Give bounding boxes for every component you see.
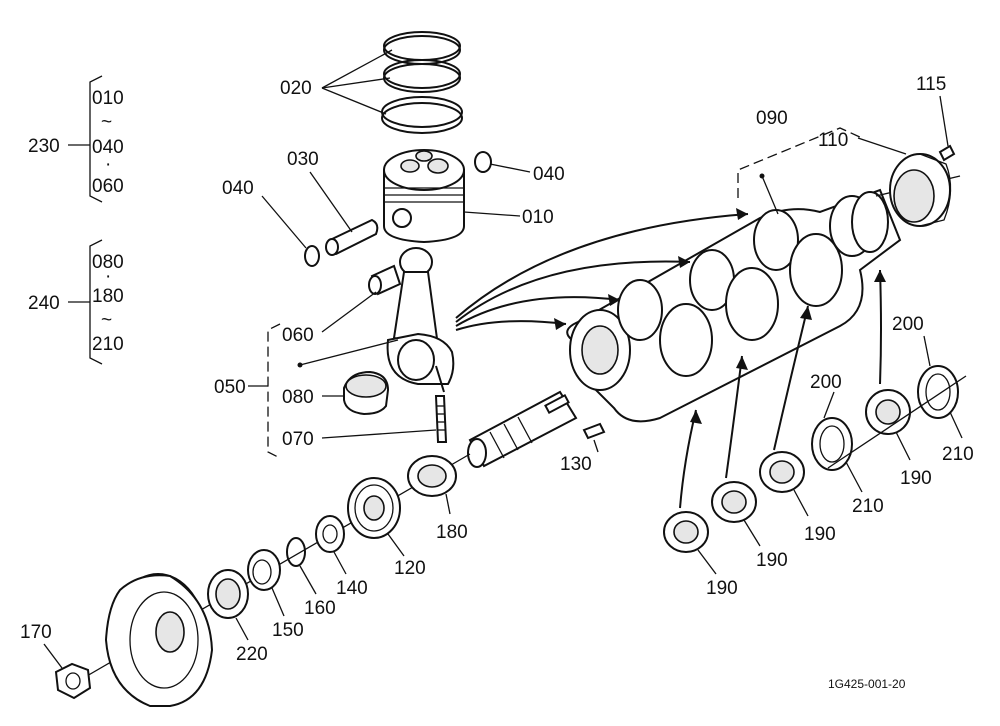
snap-ring-right	[474, 151, 531, 173]
crank-nut	[43, 643, 92, 700]
label-080: 080	[282, 387, 314, 408]
snap-ring-left	[261, 195, 320, 267]
group-bracket-090	[737, 127, 863, 215]
label-010: 010	[522, 207, 554, 228]
rod-bolt	[321, 395, 448, 443]
rod-bearing-080	[322, 370, 390, 416]
label-190-a: 190	[706, 578, 738, 599]
label-120: 120	[394, 558, 426, 579]
label-180: 180	[436, 522, 468, 543]
drawing-reference-code: 1G425-001-20	[828, 677, 906, 691]
crank-key	[582, 422, 606, 453]
label-140: 140	[336, 578, 368, 599]
piston-rings	[321, 31, 463, 134]
group-bracket-050	[248, 323, 399, 459]
label-160: 160	[304, 598, 336, 619]
piston-pin	[309, 171, 379, 256]
piston	[383, 149, 521, 244]
group-240-label: 240	[28, 293, 60, 314]
label-040-right: 040	[533, 164, 565, 185]
group-230-sep: ~	[101, 112, 112, 133]
group-230-to: 040	[92, 137, 124, 158]
crank-gear	[347, 477, 405, 557]
oil-seal	[207, 569, 249, 641]
thrust-washer-left	[811, 391, 863, 493]
group-240-to: 210	[92, 334, 124, 355]
crank-pulley	[104, 573, 214, 707]
label-090: 090	[756, 108, 788, 129]
group-240-mid: 180	[92, 286, 124, 307]
main-bearing-2	[711, 355, 761, 547]
label-200-a: 200	[810, 372, 842, 393]
dowel-pin	[938, 95, 956, 162]
label-060: 060	[282, 325, 314, 346]
label-210-a: 210	[852, 496, 884, 517]
label-050: 050	[214, 377, 246, 398]
label-130: 130	[560, 454, 592, 475]
connecting-rod	[386, 247, 455, 393]
group-230-extra: 060	[92, 176, 124, 197]
label-190-c: 190	[804, 524, 836, 545]
label-220: 220	[236, 644, 268, 665]
main-bearing-4	[865, 269, 911, 461]
main-bearing-3	[759, 305, 812, 517]
collar	[315, 515, 347, 575]
label-110: 110	[818, 130, 848, 151]
label-210-b: 210	[942, 444, 974, 465]
label-200-b: 200	[892, 314, 924, 335]
group-230-dot: ·	[105, 154, 111, 175]
front-bearing	[407, 455, 457, 515]
group-240-dot: ·	[105, 266, 111, 287]
label-170: 170	[20, 622, 52, 643]
group-230-from: 010	[92, 88, 124, 109]
spacer	[247, 549, 285, 617]
group-230-label: 230	[28, 136, 60, 157]
assembly-arrows-rod	[455, 208, 749, 331]
label-070: 070	[282, 429, 314, 450]
label-030: 030	[287, 149, 319, 170]
group-240-sep: ~	[101, 310, 112, 331]
label-190-b: 190	[756, 550, 788, 571]
small-end-bushing	[321, 264, 402, 333]
crankshaft	[467, 175, 961, 468]
label-115: 115	[916, 74, 946, 95]
label-190-d: 190	[900, 468, 932, 489]
rear-bushing	[857, 137, 952, 227]
label-020: 020	[280, 78, 312, 99]
label-150: 150	[272, 620, 304, 641]
o-ring	[286, 537, 317, 595]
group-bracket-240: 240 080 · 180 ~ 210	[28, 239, 124, 365]
label-040-left: 040	[222, 178, 254, 199]
thrust-washer-right	[827, 335, 967, 469]
group-240-from: 080	[92, 252, 124, 273]
group-bracket-230: 230 010 ~ 040 · 060	[28, 75, 124, 203]
main-bearing-1	[663, 409, 717, 575]
